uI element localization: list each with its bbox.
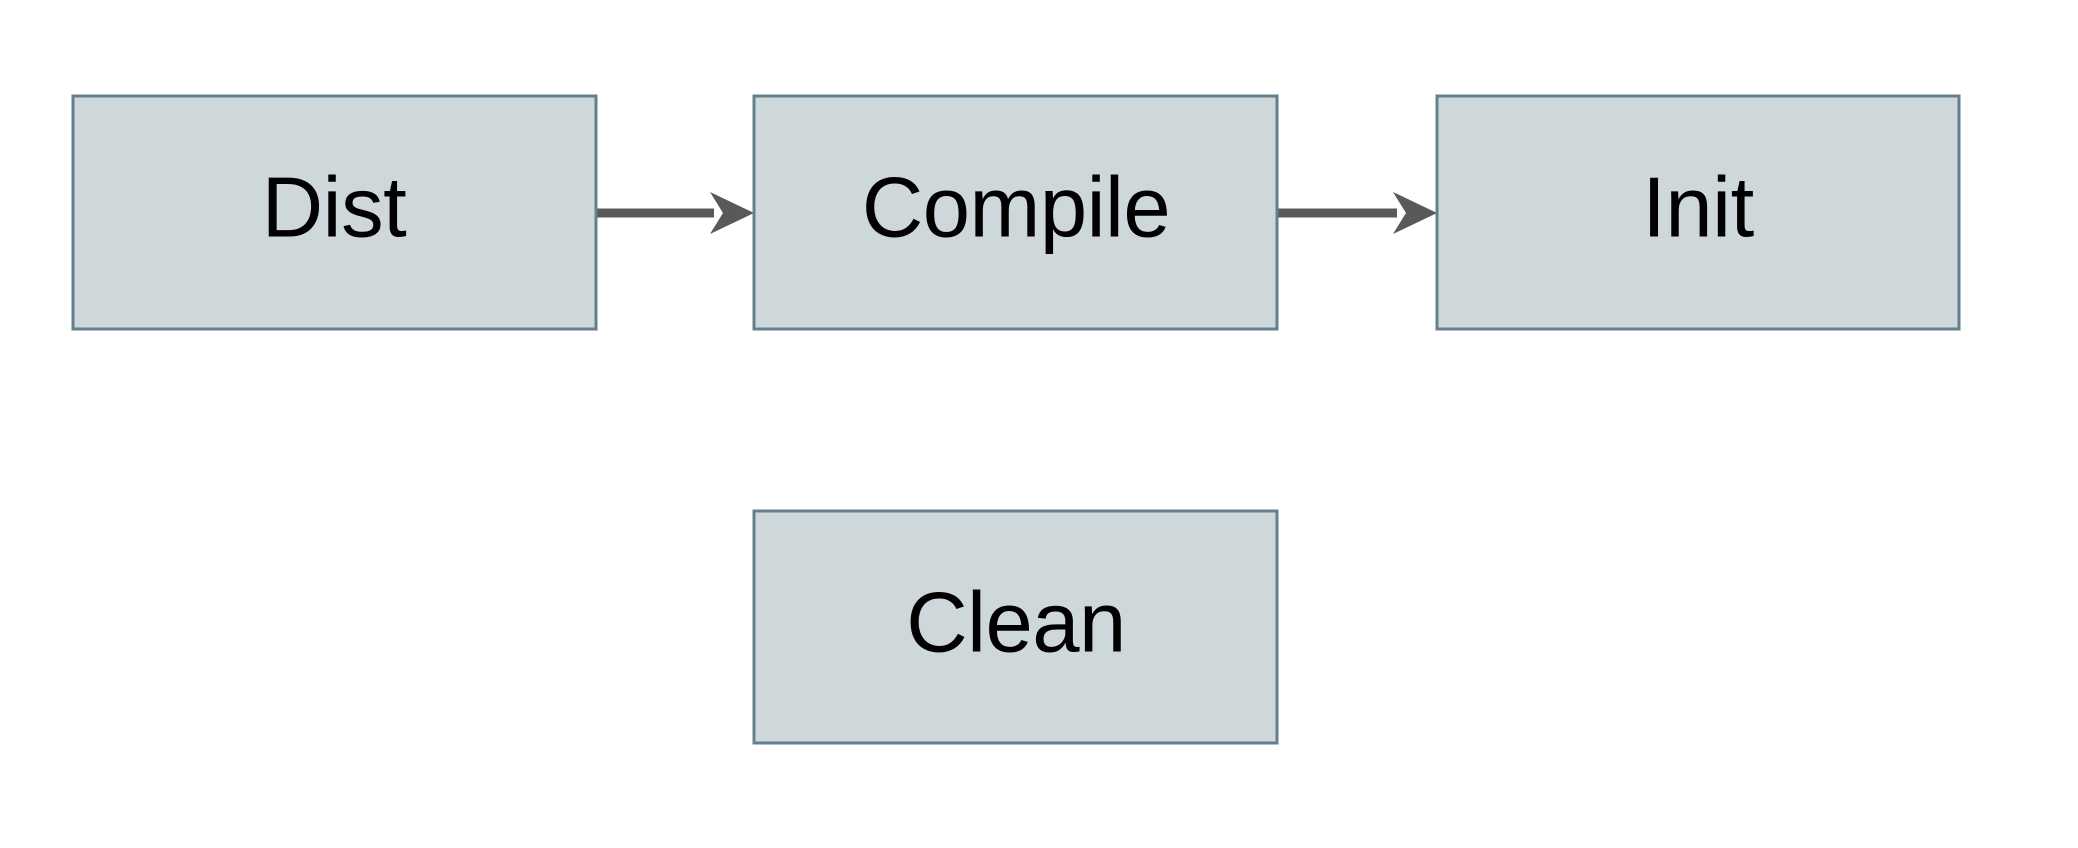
node-init-label: Init — [1642, 160, 1753, 255]
node-clean-label: Clean — [906, 575, 1126, 670]
edge-dist-to-compile[interactable] — [596, 192, 754, 234]
node-compile-label: Compile — [862, 160, 1170, 255]
node-init[interactable]: Init — [1435, 94, 1961, 331]
node-compile[interactable]: Compile — [752, 94, 1279, 331]
nodes-layer: Dist Compile Init Clean — [71, 94, 1961, 745]
node-compile-box — [752, 94, 1279, 331]
node-clean-box — [752, 509, 1279, 745]
arrowhead-compile-to-init — [1393, 192, 1437, 234]
node-clean[interactable]: Clean — [752, 509, 1279, 745]
node-dist[interactable]: Dist — [71, 94, 598, 331]
arrowhead-dist-to-compile — [710, 192, 754, 234]
node-init-box — [1435, 94, 1961, 331]
node-dist-label: Dist — [262, 160, 406, 255]
edges-layer — [596, 192, 1437, 234]
node-dist-box — [71, 94, 598, 331]
edge-compile-to-init[interactable] — [1277, 192, 1437, 234]
